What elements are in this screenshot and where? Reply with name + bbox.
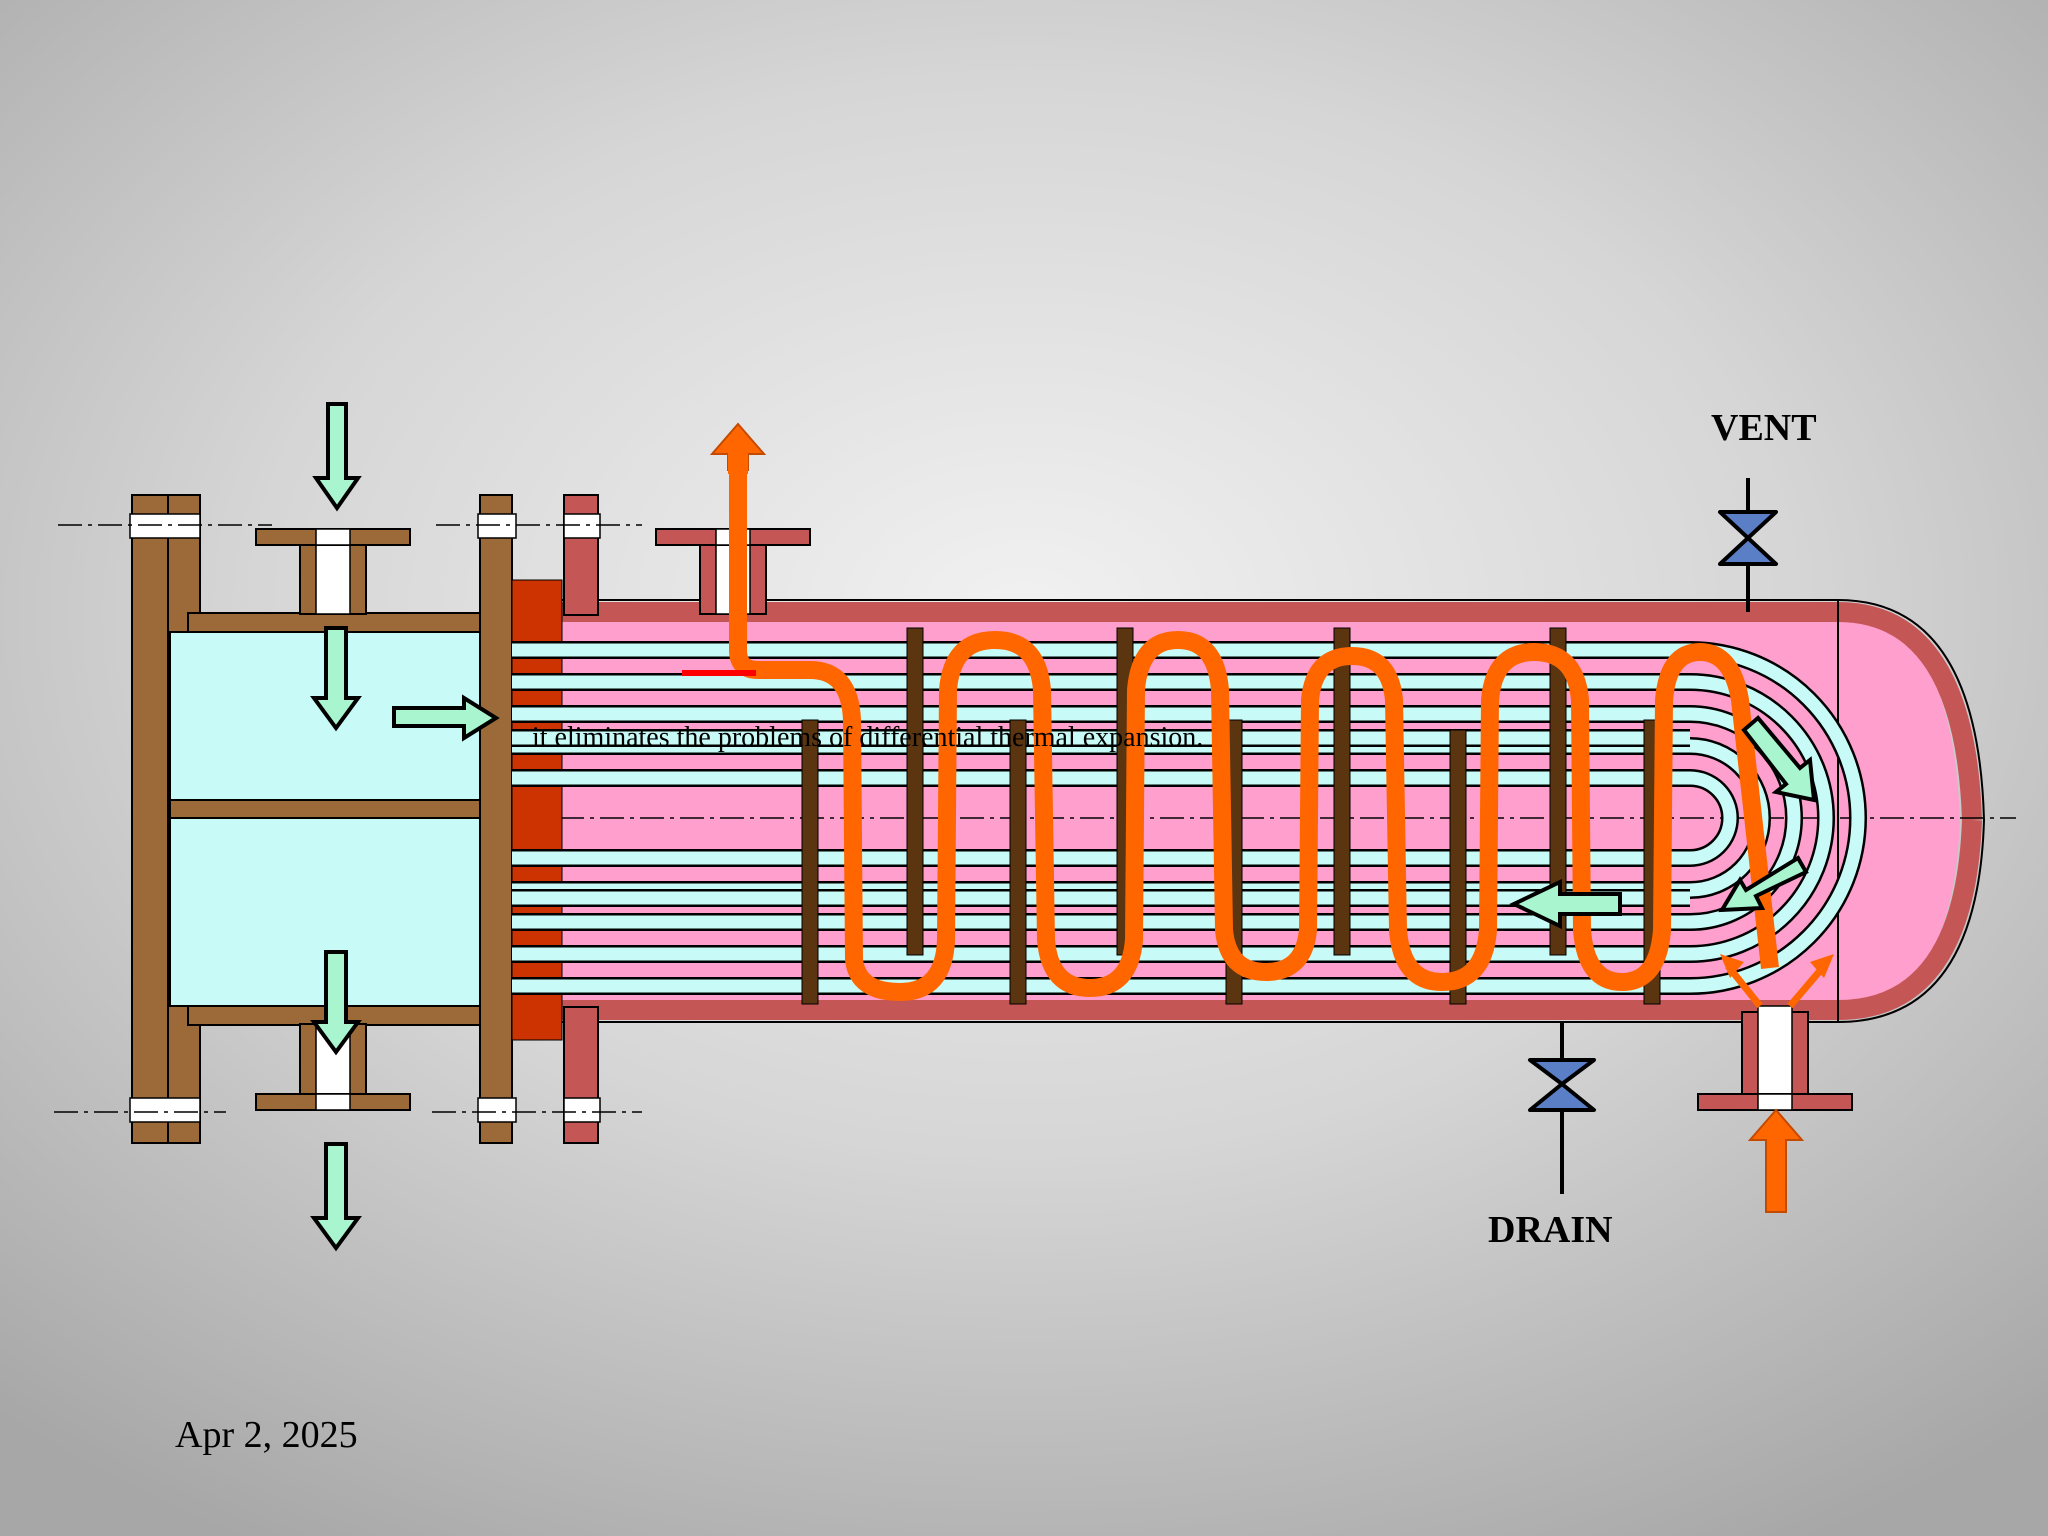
baffle <box>801 719 819 1005</box>
bolt-top-left <box>129 513 201 539</box>
shell-outlet-arrow-shaft <box>728 450 748 474</box>
shell-top-wall <box>560 602 1982 821</box>
pass-partition-plate <box>169 799 513 819</box>
baffle <box>1333 627 1351 956</box>
tube-side-inlet-nozzle <box>255 528 411 615</box>
tube-inlet-arrow-down <box>312 402 362 512</box>
u-tube <box>512 771 1737 865</box>
shell-bottom-wall <box>560 819 1982 1020</box>
tube-outlet-arrow-down <box>310 1142 362 1252</box>
bolt-bottom-right <box>563 1097 601 1123</box>
shell-flow-line <box>729 442 1779 1001</box>
baffle <box>1549 627 1567 956</box>
bolt-top-mid <box>477 513 517 539</box>
baffle <box>1009 719 1027 1005</box>
drain-valve-icon <box>1528 1058 1596 1112</box>
tube-arrow-down-lower <box>310 950 362 1056</box>
shell-cover-outline <box>1837 599 1986 1023</box>
baffle <box>906 627 924 956</box>
drain-label: DRAIN <box>1488 1209 1613 1251</box>
tube-arrow-down-channel <box>310 626 362 732</box>
shell-inlet-nozzle <box>1697 1005 1853 1111</box>
date-label: Apr 2, 2025 <box>175 1414 358 1456</box>
vent-label: VENT <box>1711 407 1817 449</box>
shell-flange <box>563 494 601 1144</box>
shell-side-flow-path <box>682 422 1834 1213</box>
bolt-bottom-mid <box>477 1097 517 1123</box>
tube-side-flow-arrows <box>310 402 1817 1252</box>
bolt-top-right <box>563 513 601 539</box>
caption-text: it eliminates the problems of differenti… <box>532 722 1204 753</box>
tube-arrow-right-channel <box>392 694 500 742</box>
channel-flange <box>479 494 513 1144</box>
tube-arrow-u-bend-down-left <box>1718 855 1809 913</box>
vent-valve-icon <box>1718 510 1778 566</box>
bolt-bottom-left <box>129 1097 201 1123</box>
vent-valve <box>1718 478 1778 612</box>
u-tube <box>512 707 1801 929</box>
shell-inlet-arrow <box>1747 1108 1805 1213</box>
tube-arrow-u-bend-down-right <box>1741 715 1817 803</box>
channel-cover-flange-outer <box>131 494 169 1144</box>
baffle <box>1449 729 1467 1005</box>
shell-inlet-spread-arrows <box>1720 954 1834 1009</box>
tube-arrow-return-left <box>1509 878 1622 930</box>
drain-valve <box>1528 1022 1596 1194</box>
u-tube <box>512 643 1865 993</box>
channel-body-top <box>187 612 519 634</box>
